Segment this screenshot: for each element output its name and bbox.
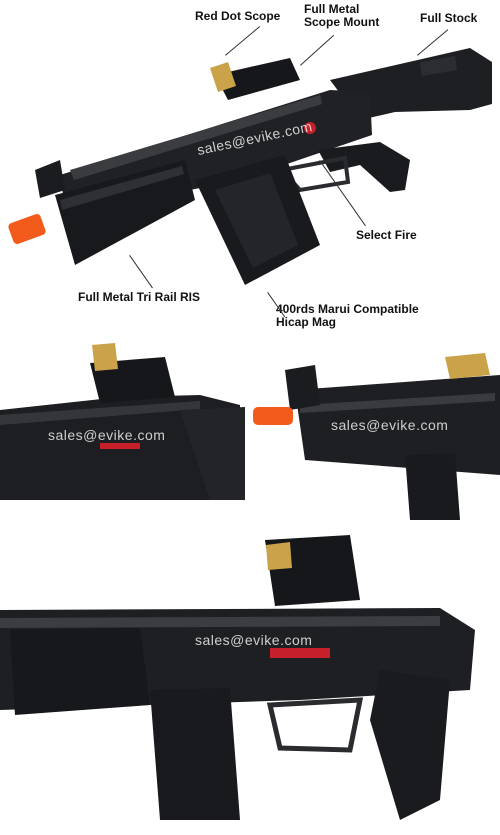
- watermark-text: sales@evike.com: [195, 632, 313, 648]
- top-product-photo: sales@evike.com Red Dot Scope Full Metal…: [0, 0, 500, 335]
- detail-illustration-2: [253, 353, 500, 520]
- callout-hicap-mag: 400rds Marui Compatible Hicap Mag: [276, 302, 419, 329]
- detail-photo-front-rail: sales@evike.com: [245, 335, 500, 520]
- detail-illustration-1: [0, 343, 245, 500]
- callout-red-dot-scope: Red Dot Scope: [195, 9, 281, 23]
- callout-scope-mount: Full Metal Scope Mount: [304, 2, 380, 29]
- detail-illustration-3: [0, 535, 475, 820]
- callout-tri-rail: Full Metal Tri Rail RIS: [78, 290, 201, 304]
- watermark-text: sales@evike.com: [331, 417, 449, 433]
- callout-select-fire: Select Fire: [356, 228, 417, 242]
- watermark-text: sales@evike.com: [48, 427, 166, 443]
- detail-photo-receiver: sales@evike.com: [0, 520, 500, 835]
- detail-photo-scope-mount: sales@evike.com: [0, 335, 245, 500]
- callout-full-stock: Full Stock: [420, 11, 478, 25]
- rifle-illustration: [8, 48, 492, 285]
